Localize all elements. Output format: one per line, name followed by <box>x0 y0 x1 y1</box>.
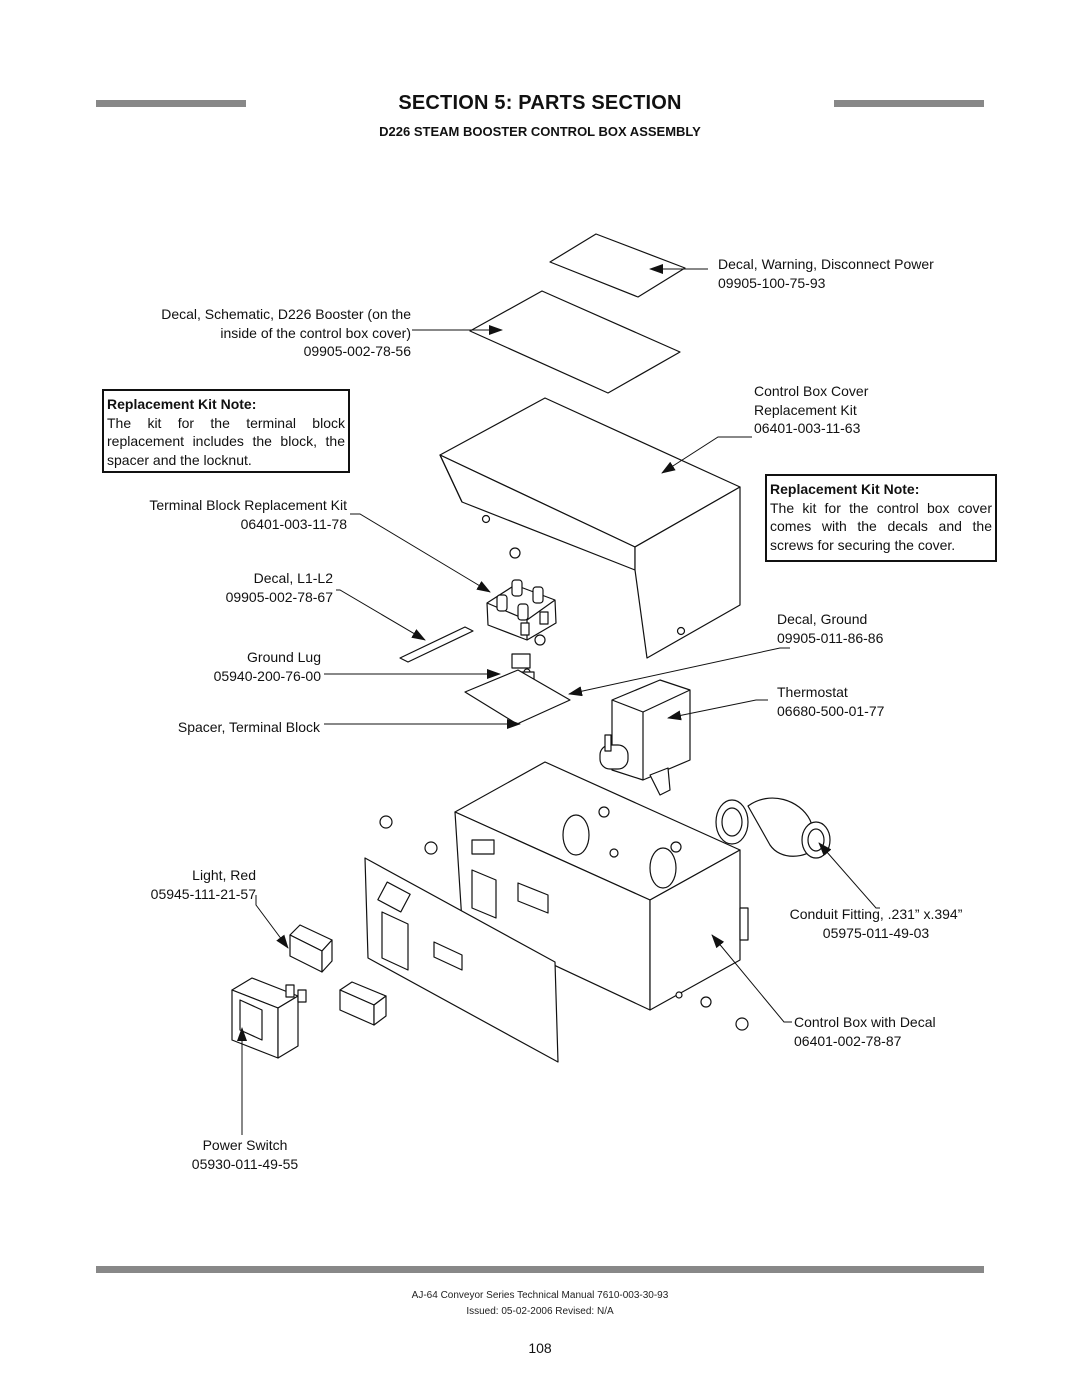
note-text: The kit for the control box cover comes … <box>770 499 992 553</box>
note-heading: Replacement Kit Note: <box>770 481 920 497</box>
leader-l1l2 <box>336 589 426 641</box>
note-text: The kit for the terminal block replaceme… <box>107 414 345 468</box>
label-conduit-fitting: Conduit Fitting, .231” x.394” 05975-011-… <box>772 905 980 942</box>
part-name-2: inside of the control box cover) <box>220 324 411 341</box>
label-decal-l1l2: Decal, L1-L2 09905-002-78-67 <box>150 569 333 606</box>
part-name: Spacer, Terminal Block <box>177 719 320 735</box>
footer-bar <box>96 1266 984 1273</box>
part-name-2: Replacement Kit <box>754 401 857 418</box>
part-name: Control Box Cover <box>754 383 869 399</box>
leader-thermostat <box>667 699 768 721</box>
label-thermostat: Thermostat 06680-500-01-77 <box>777 683 884 720</box>
power-switch-shape <box>231 977 307 1059</box>
front-panel-shape <box>364 857 559 1063</box>
label-ground-lug: Ground Lug 05940-200-76-00 <box>150 648 321 685</box>
part-number: 09905-011-86-86 <box>777 629 884 646</box>
label-decal-warning: Decal, Warning, Disconnect Power 09905-1… <box>718 255 934 292</box>
replacement-note-right: Replacement Kit Note: The kit for the co… <box>765 474 997 562</box>
part-number: 06401-002-78-87 <box>794 1032 902 1049</box>
part-name: Thermostat <box>777 684 848 700</box>
screw-shape <box>735 1017 749 1031</box>
warning-decal-shape <box>549 233 686 298</box>
leader-cover <box>661 436 752 474</box>
section-title: SECTION 5: PARTS SECTION <box>398 92 682 114</box>
part-number: 05940-200-76-00 <box>213 667 321 684</box>
schematic-decal-shape <box>469 290 681 394</box>
footer-issued: Issued: 05-02-2006 Revised: N/A <box>466 1306 614 1317</box>
part-name: Decal, Warning, Disconnect Power <box>718 256 934 272</box>
part-name: Light, Red <box>192 867 256 883</box>
leader-red-light <box>255 895 289 949</box>
thermostat-shape <box>599 679 691 796</box>
note-heading: Replacement Kit Note: <box>107 396 257 412</box>
part-number: 09905-002-78-67 <box>225 588 333 605</box>
terminal-block-shape <box>486 547 557 646</box>
part-number: 06401-003-11-63 <box>754 420 861 436</box>
indicator-shape <box>339 981 387 1026</box>
part-number: 09905-100-75-93 <box>718 274 826 291</box>
part-name: Conduit Fitting, .231” x.394” <box>789 906 963 922</box>
part-name: Control Box with Decal <box>794 1014 936 1030</box>
part-number: 05975-011-49-03 <box>822 924 930 941</box>
spacer-shape <box>464 669 571 725</box>
part-number: 05930-011-49-55 <box>191 1155 299 1172</box>
leader-terminal-block <box>350 513 491 593</box>
part-name: Terminal Block Replacement Kit <box>149 497 347 513</box>
header-bar-right <box>834 100 984 107</box>
l1l2-decal-shape <box>399 626 474 663</box>
part-number: 06401-003-11-78 <box>240 515 347 532</box>
part-name: Power Switch <box>202 1137 288 1153</box>
label-terminal-block-kit: Terminal Block Replacement Kit 06401-003… <box>100 496 347 533</box>
replacement-note-left: Replacement Kit Note: The kit for the te… <box>102 389 350 473</box>
label-decal-schematic: Decal, Schematic, D226 Booster (on the i… <box>100 305 411 361</box>
part-name: Decal, Schematic, D226 Booster (on the <box>161 306 411 322</box>
footer-manual: AJ-64 Conveyor Series Technical Manual 7… <box>411 1290 669 1301</box>
label-decal-ground: Decal, Ground 09905-011-86-86 <box>777 610 883 647</box>
part-number: 05945-111-21-57 <box>150 885 256 902</box>
nut-shape <box>424 841 438 855</box>
screw-shape <box>379 815 393 829</box>
label-control-box-cover: Control Box Cover Replacement Kit 06401-… <box>754 382 868 438</box>
label-light-red: Light, Red 05945-111-21-57 <box>100 866 256 903</box>
screw-shape <box>700 996 712 1008</box>
page-number: 108 <box>528 1340 552 1356</box>
part-name: Ground Lug <box>247 649 321 665</box>
red-light-shape <box>289 924 333 973</box>
part-name: Decal, Ground <box>777 611 868 627</box>
header-bar-left <box>96 100 246 107</box>
part-name: Decal, L1-L2 <box>253 570 333 586</box>
cover-shape <box>439 397 741 659</box>
part-number: 09905-002-78-56 <box>303 343 411 359</box>
leader-control-box <box>711 934 792 1023</box>
label-control-box: Control Box with Decal 06401-002-78-87 <box>794 1013 936 1050</box>
part-number: 06680-500-01-77 <box>777 702 885 719</box>
label-power-switch: Power Switch 05930-011-49-55 <box>170 1136 320 1173</box>
label-spacer: Spacer, Terminal Block <box>120 718 320 737</box>
leader-decal-ground <box>568 647 790 697</box>
control-box-shape <box>454 761 749 1011</box>
leader-conduit <box>818 842 880 909</box>
assembly-title: D226 STEAM BOOSTER CONTROL BOX ASSEMBLY <box>379 124 701 139</box>
